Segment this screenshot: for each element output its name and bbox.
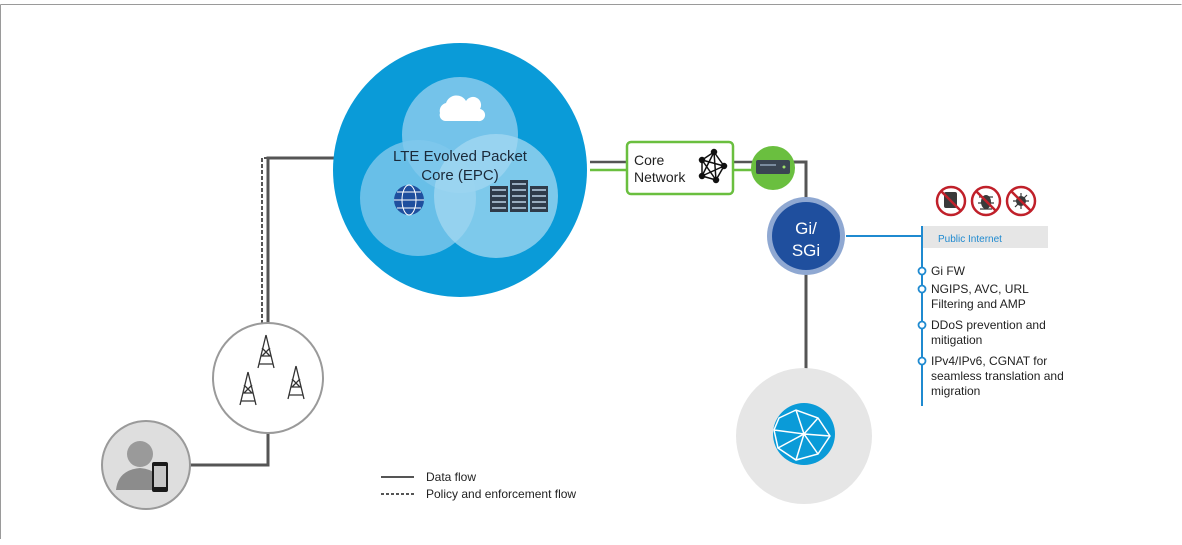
epc-title-line2: Core (EPC): [421, 167, 499, 184]
feature-gi-fw: Gi FW: [931, 264, 965, 278]
feature-ddos-line1: DDoS prevention and: [931, 318, 1046, 332]
firewall-appliance-icon: [756, 160, 790, 174]
user-with-phone-icon: [116, 441, 168, 492]
core-network-box: [625, 140, 735, 196]
feature-ddos-line2: mitigation: [931, 333, 983, 347]
public-internet-bar: [922, 226, 1048, 248]
epc-title: LTE Evolved Packet Core (EPC): [380, 147, 540, 185]
virus-blocked-icon: [1005, 185, 1037, 217]
cell-tower-icon: [239, 334, 305, 406]
server-rack-icon: [490, 180, 548, 212]
feature-ipv-line1: IPv4/IPv6, CGNAT for: [931, 354, 1048, 368]
gi-label-line1: Gi/: [795, 219, 817, 238]
epc-title-line1: LTE Evolved Packet: [393, 148, 527, 165]
cloud-icon: [439, 95, 486, 122]
gi-sgi-circle: [772, 202, 840, 270]
feature-ngips-line1: NGIPS, AVC, URL: [931, 282, 1029, 296]
feature-ipv-line3: migration: [931, 384, 981, 398]
gi-label-line2: SGi: [791, 241, 821, 260]
feature-bullets: [917, 266, 927, 366]
malware-blocked-icon: [935, 185, 967, 217]
core-network-line1: Core: [634, 152, 665, 168]
core-network-label: Core Network: [634, 152, 685, 186]
core-network-line2: Network: [634, 169, 686, 185]
internet-globe-icon: [773, 403, 835, 465]
network-mesh-icon: [698, 148, 728, 184]
public-internet-label: Public Internet: [938, 234, 1002, 245]
bug-blocked-icon: [970, 185, 1002, 217]
legend-data-flow-label: Data flow: [426, 470, 477, 484]
globe-icon: [394, 184, 424, 216]
gi-sgi-label: Gi/ SGi: [776, 218, 836, 262]
policy-flow-link: [261, 157, 335, 330]
frame-border: [0, 4, 1182, 539]
gi-internet-link: [790, 160, 808, 440]
cell-tower-circle: [212, 322, 324, 434]
legend-policy-flow-label: Policy and enforcement flow: [426, 487, 577, 501]
feature-ngips-line2: Filtering and AMP: [931, 297, 1026, 311]
feature-ipv-line2: seamless translation and: [931, 369, 1064, 383]
